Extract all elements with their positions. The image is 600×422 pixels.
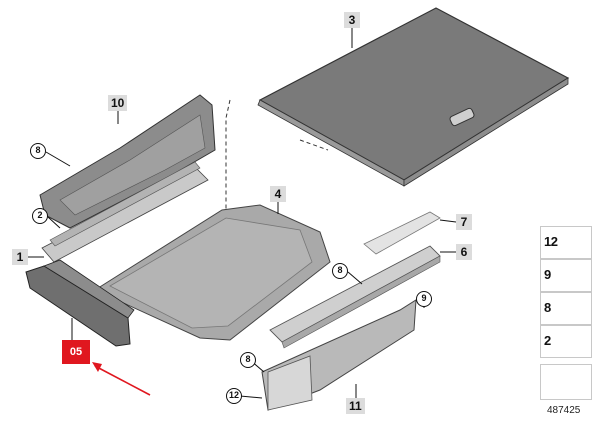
floor-mat[interactable] [93,204,331,341]
highlight-arrow [94,365,151,396]
callout-load-floor[interactable]: 3 [344,12,360,28]
side-trim-panel[interactable] [39,94,216,229]
callout-side-panel[interactable]: 10 [108,95,128,111]
callout-circle-8-top[interactable]: 8 [30,143,46,159]
sill-cover[interactable] [363,211,441,255]
callout-rear-panel[interactable]: 11 [346,398,365,414]
legend-item-8[interactable]: 8 [540,292,592,325]
legend-number: 2 [544,333,552,348]
diagram-id: 487425 [547,405,581,416]
legend-item-9[interactable]: 9 [540,259,592,292]
legend-number: 12 [544,234,558,249]
bracket-strip[interactable] [41,161,209,263]
callout-circle-9[interactable]: 9 [416,291,432,307]
assembly-guide-lines [225,99,329,265]
callout-circle-8-low[interactable]: 8 [240,352,256,368]
legend-item-12[interactable]: 12 [540,226,592,259]
legend-item-symbol [540,364,592,400]
callout-left-strip[interactable]: 1 [12,249,28,265]
load-floor-board[interactable] [257,7,570,187]
callout-circle-12[interactable]: 12 [226,388,242,404]
callout-sill-trim[interactable]: 6 [456,244,472,260]
highlighted-bracket[interactable] [25,259,135,347]
callout-circle-8-mid[interactable]: 8 [332,263,348,279]
callout-circle-2[interactable]: 2 [32,208,48,224]
rear-panel[interactable] [261,299,417,411]
highlight-label[interactable]: 05 [62,340,90,364]
callout-sill-cover[interactable]: 7 [456,214,472,230]
sill-trim[interactable] [269,245,441,349]
legend-number: 8 [544,300,552,315]
legend-item-2[interactable]: 2 [540,325,592,358]
callout-floor-mat[interactable]: 4 [270,186,286,202]
legend-number: 9 [544,267,552,282]
